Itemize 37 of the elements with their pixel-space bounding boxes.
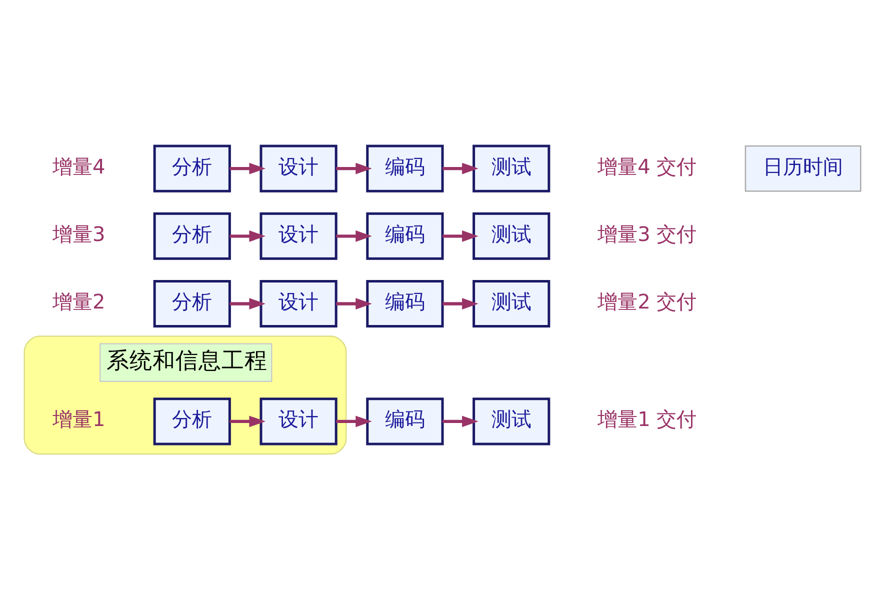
arrow xyxy=(442,162,478,174)
node-box: 测试 xyxy=(472,398,550,446)
node-label: 增量4 交付 xyxy=(597,154,696,178)
node-box: 测试 xyxy=(472,144,550,192)
node-box: 设计 xyxy=(259,280,337,328)
label: 增量1 xyxy=(52,407,105,432)
node-box: 分析 xyxy=(152,212,230,260)
node-box: 编码 xyxy=(366,280,444,328)
arrow xyxy=(336,162,372,174)
node-box: 分析 xyxy=(152,398,230,446)
node-box: 分析 xyxy=(152,280,230,328)
node-label: 增量3 交付 xyxy=(597,222,696,246)
node-box: 设计 xyxy=(259,398,337,446)
arrow xyxy=(336,298,372,310)
arrow xyxy=(229,416,266,428)
arrow xyxy=(229,230,266,242)
node-box: 编码 xyxy=(366,212,444,260)
node-label: 增量2 交付 xyxy=(597,290,696,314)
label: 日历时间 xyxy=(762,154,843,178)
arrow xyxy=(229,298,266,310)
node-box: 编码 xyxy=(366,144,444,192)
node-box: 设计 xyxy=(259,144,337,192)
node-box: 测试 xyxy=(472,280,550,328)
node-label: 增量1 交付 xyxy=(597,407,696,432)
label: 增量2 xyxy=(52,290,105,314)
node-box: 分析 xyxy=(152,144,230,192)
node-box: 设计 xyxy=(259,212,337,260)
node-box: 编码 xyxy=(366,398,444,446)
node-box: 测试 xyxy=(472,212,550,260)
arrow xyxy=(336,230,372,242)
label: 增量4 xyxy=(52,154,105,178)
arrow xyxy=(336,416,372,428)
arrow xyxy=(442,298,478,310)
arrow xyxy=(229,162,266,174)
arrow xyxy=(442,416,478,428)
arrow xyxy=(442,230,478,242)
label: 增量3 xyxy=(52,222,105,246)
